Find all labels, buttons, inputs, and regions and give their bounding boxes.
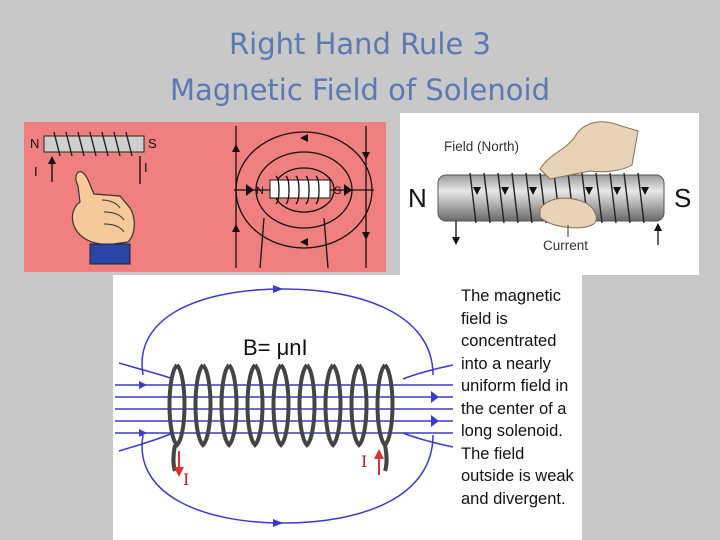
left-i-label: I	[34, 164, 38, 179]
left-n-label: N	[30, 136, 39, 151]
field-lines	[115, 288, 454, 524]
slide-title-line2: Magnetic Field of Solenoid	[170, 73, 550, 107]
current-left-label: I	[183, 470, 189, 489]
solenoid-field-panel: B= μnI I I The magnetic field is concent…	[113, 275, 582, 540]
slide-title-line1: Right Hand Rule 3	[229, 27, 491, 61]
coil-windings	[469, 172, 645, 224]
center-n-label: N	[256, 185, 264, 197]
solenoid-coil	[167, 363, 395, 472]
right-i-label: I	[144, 160, 148, 175]
hand-icon	[71, 171, 135, 265]
description-text: The magnetic field is concentrated into …	[461, 287, 574, 508]
pole-s-label: S	[674, 183, 691, 213]
grip-rule-panel: Field (North) N S Current	[400, 113, 699, 275]
current-right-label: I	[361, 452, 367, 471]
formula-label: B= μnI	[243, 335, 308, 360]
hand-rule-panel: N S I I N S	[24, 122, 386, 272]
field-north-label: Field (North)	[444, 139, 519, 154]
hand-icon	[539, 121, 639, 229]
center-s-label: S	[334, 185, 341, 197]
left-s-label: S	[148, 136, 157, 151]
current-label: Current	[543, 238, 588, 253]
pole-n-label: N	[408, 183, 427, 213]
